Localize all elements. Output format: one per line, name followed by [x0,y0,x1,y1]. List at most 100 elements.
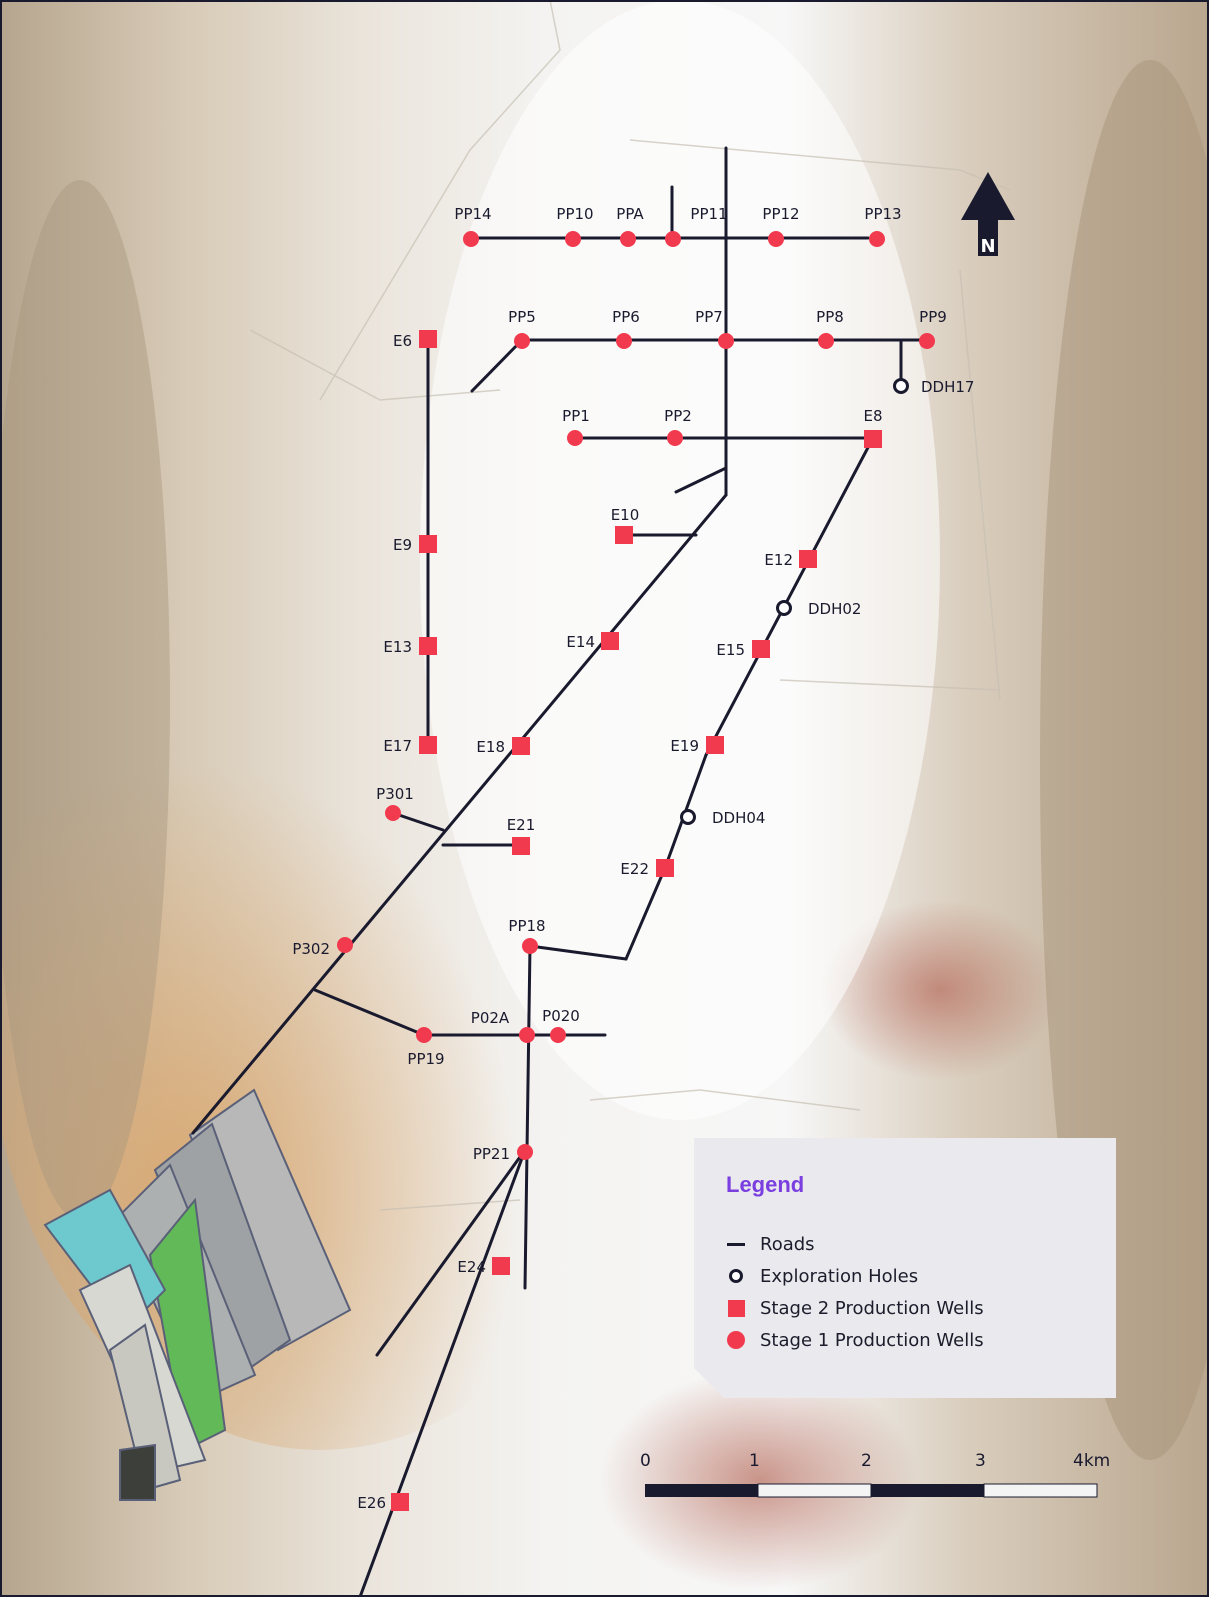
well-label: E21 [507,816,536,834]
stage1-well-marker [620,231,636,247]
well-label: E8 [863,407,882,425]
road-segment [391,811,445,832]
stage1-well-marker [869,231,885,247]
stage2-well-marker [799,550,817,568]
evaporation-ponds [43,1088,352,1501]
well-label: P301 [376,785,414,803]
stage1-well-marker [463,231,479,247]
legend-label: Roads [760,1233,815,1255]
well-label: PP1 [562,407,590,425]
salt-flat [420,0,940,1120]
stage1-well-marker [565,231,581,247]
hollow-circle-icon [726,1266,746,1286]
well-label: PP5 [508,308,536,326]
stage2-well-marker [391,1493,409,1511]
stage2-well-marker [492,1257,510,1275]
well-label: P302 [292,940,330,958]
well-label: E6 [393,332,412,350]
well-label: DDH04 [712,809,765,827]
road-segment [624,866,667,961]
well-label: E15 [716,641,745,659]
road-segment [704,436,875,757]
well-label: E10 [611,506,640,524]
stage1-well-marker [550,1027,566,1043]
stage2-well-marker [419,637,437,655]
well-label: E9 [393,536,412,554]
legend-item-roads: Roads [726,1230,815,1258]
stage1-well-marker [919,333,935,349]
north-arrow-icon: N [961,172,1015,257]
stage1-well-marker [522,938,538,954]
stage2-well-marker [419,330,437,348]
well-label: PPA [616,205,644,223]
road-segment [523,944,532,1290]
well-label: PP12 [762,205,799,223]
red-dot-icon [726,1330,746,1350]
well-label: PP21 [473,1145,510,1163]
stage2-well-marker [419,736,437,754]
well-label: DDH02 [808,600,861,618]
well-label: PP8 [816,308,844,326]
road-segment [674,466,728,494]
red-soil-patch-south [600,1370,920,1590]
road-segment [191,493,728,1135]
stage2-well-marker [512,737,530,755]
road-line-icon [726,1234,746,1254]
road-segment [375,1148,527,1357]
legend-label: Stage 1 Production Wells [760,1329,984,1351]
well-label: PP10 [556,205,593,223]
stage1-well-marker [337,937,353,953]
well-label: E13 [383,638,412,656]
stage1-well-marker [514,333,530,349]
east-hills [1040,60,1209,1460]
legend-title: Legend [726,1172,805,1197]
stage1-well-marker [818,333,834,349]
road-segment [313,988,426,1037]
scale-bar: 0 1 2 3 4km [640,1451,1110,1498]
scale-label-2: 2 [861,1451,872,1471]
legend-label: Stage 2 Production Wells [760,1297,984,1319]
stage2-well-marker [512,837,530,855]
stage1-well-marker [665,231,681,247]
well-label: PP9 [919,308,947,326]
stage1-well-marker [567,430,583,446]
road-segment [470,338,524,393]
stage1-well-marker [416,1027,432,1043]
stage2-well-marker [656,859,674,877]
stage2-well-marker [615,526,633,544]
well-label: PP11 [690,205,727,223]
road-segment [358,1148,527,1597]
well-label: E17 [383,737,412,755]
well-label: PP19 [407,1050,444,1068]
well-label: E18 [476,738,505,756]
stage1-well-marker [519,1027,535,1043]
stage1-well-marker [616,333,632,349]
legend-item-exploration: Exploration Holes [726,1262,918,1290]
stage1-well-marker [385,805,401,821]
well-label: P02A [471,1009,510,1027]
road-segment [528,944,628,961]
north-label: N [980,236,995,257]
well-label: E19 [670,737,699,755]
roads [191,146,929,1597]
scale-label-1: 1 [749,1451,760,1471]
well-label: DDH17 [921,378,974,396]
well-label: E26 [357,1494,386,1512]
legend-item-stage2: Stage 2 Production Wells [726,1294,984,1322]
stage2-well-marker [706,736,724,754]
stage2-well-marker [419,535,437,553]
scale-label-0: 0 [640,1451,651,1471]
well-label: E12 [764,551,793,569]
stage1-well-marker [517,1144,533,1160]
well-label: PP7 [695,308,723,326]
scale-label-4: 4km [1073,1451,1110,1471]
west-hills [0,180,170,1220]
well-label: E22 [620,860,649,878]
stage1-well-marker [667,430,683,446]
red-soil-patch [820,900,1060,1080]
stage2-well-marker [752,640,770,658]
legend-label: Exploration Holes [760,1265,919,1287]
